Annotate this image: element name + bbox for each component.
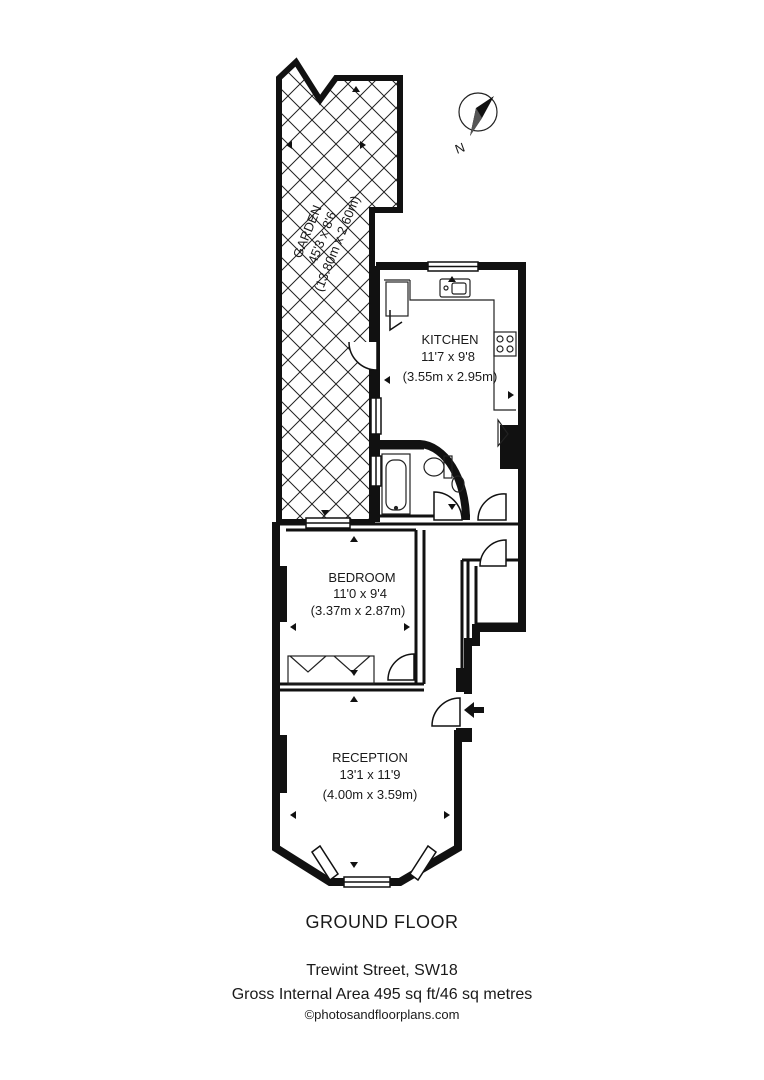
floor-title: GROUND FLOOR [305, 912, 459, 932]
appliance-icon [497, 418, 509, 448]
garden-area [276, 57, 403, 525]
gross-internal-area: Gross Internal Area 495 sq ft/46 sq metr… [231, 986, 533, 1003]
kitchen-name: KITCHEN [421, 332, 478, 347]
property-address: Trewint Street, SW18 [306, 962, 458, 979]
bedroom-name: BEDROOM [328, 570, 395, 585]
compass-icon [458, 92, 498, 136]
reception-dim-metric: (4.00m x 3.59m) [323, 787, 418, 802]
bedroom-dim-metric: (3.37m x 2.87m) [311, 603, 406, 618]
toilet-icon [423, 455, 453, 479]
doors [348, 310, 507, 727]
kitchen-worktop [384, 279, 516, 411]
basin-icon [451, 475, 465, 493]
bathroom-curved-wall [380, 440, 470, 520]
dimension-markers [286, 86, 514, 868]
compass-north-label: N [453, 140, 467, 157]
sink-icon [439, 278, 471, 298]
wall-stubs [277, 425, 518, 793]
kitchen-dim-metric: (3.55m x 2.95m) [403, 369, 498, 384]
reception-name: RECEPTION [332, 750, 408, 765]
bathtub-icon [381, 453, 411, 515]
reception-dim-imperial: 13'1 x 11'9 [339, 767, 400, 782]
bedroom-dim-imperial: 11'0 x 9'4 [333, 586, 387, 601]
copyright-notice: ©photosandfloorplans.com [304, 1007, 460, 1022]
wardrobe-icon [287, 655, 375, 685]
entrance-arrow-icon [464, 702, 484, 718]
windows [305, 261, 479, 888]
hob-icon [493, 331, 517, 357]
kitchen-dim-imperial: 11'7 x 9'8 [421, 349, 475, 364]
